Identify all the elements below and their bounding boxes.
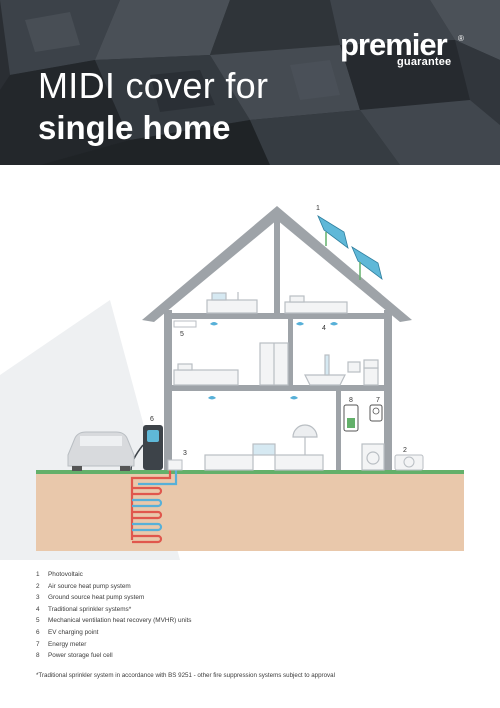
callout-7: 7 bbox=[376, 397, 380, 404]
legend-number: 6 bbox=[36, 628, 40, 636]
legend-item: 2 Air source heat pump system bbox=[36, 583, 476, 595]
house-structure bbox=[142, 206, 412, 470]
legend-number: 4 bbox=[36, 605, 40, 613]
callout-5: 5 bbox=[180, 331, 184, 338]
legend-label: Power storage fuel cell bbox=[48, 652, 113, 660]
legend-item: 5 Mechanical ventilation heat recovery (M… bbox=[36, 617, 476, 629]
car bbox=[67, 431, 135, 471]
fuel-cell-level bbox=[347, 418, 355, 428]
legend: 1 Photovoltaic 2 Air source heat pump syst… bbox=[36, 571, 476, 664]
legend-label: Ground source heat pump system bbox=[48, 594, 145, 602]
legend-label: Photovoltaic bbox=[48, 571, 83, 578]
callout-6: 6 bbox=[150, 416, 154, 423]
logo-wordmark: premier bbox=[340, 27, 448, 62]
logo-subtitle: guarantee bbox=[397, 56, 452, 68]
house-illustration: 1 2 3 4 5 6 7 8 bbox=[0, 205, 464, 560]
legend-item: 3 Ground source heat pump system bbox=[36, 594, 476, 606]
callout-8: 8 bbox=[349, 397, 353, 404]
legend-item: 6 EV charging point bbox=[36, 629, 476, 641]
ground-source-pipes bbox=[130, 470, 178, 544]
concrete-cubes-background bbox=[0, 0, 500, 165]
hero-banner: premier guarantee ® MIDI cover for singl… bbox=[0, 0, 500, 165]
footnote: *Traditional sprinkler system in accorda… bbox=[36, 672, 335, 679]
ground-soil bbox=[36, 473, 464, 551]
living-room bbox=[204, 424, 324, 471]
legend-item: 1 Photovoltaic bbox=[36, 571, 476, 583]
bathroom bbox=[304, 354, 379, 386]
callout-4: 4 bbox=[322, 325, 326, 332]
logo-registered-mark: ® bbox=[458, 34, 464, 43]
legend-label: Energy meter bbox=[48, 640, 87, 648]
page-title-line1: MIDI cover for bbox=[38, 65, 269, 106]
bedroom-first-floor bbox=[173, 342, 289, 386]
attic-room-left bbox=[206, 292, 258, 314]
legend-item: 8 Power storage fuel cell bbox=[36, 652, 476, 664]
legend-number: 3 bbox=[36, 594, 40, 602]
mvhr-unit bbox=[173, 320, 197, 328]
legend-label: Mechanical ventilation heat recovery (MV… bbox=[48, 617, 192, 625]
callout-3: 3 bbox=[183, 450, 187, 457]
callout-1: 1 bbox=[316, 205, 320, 212]
callout-2: 2 bbox=[403, 447, 407, 454]
legend-number: 5 bbox=[36, 617, 40, 625]
sprinkler-heads bbox=[208, 322, 338, 400]
legend-label: EV charging point bbox=[48, 628, 99, 636]
legend-number: 1 bbox=[36, 571, 40, 578]
attic-room-right-bed bbox=[284, 295, 348, 314]
solar-panels bbox=[317, 214, 383, 280]
washing-machine bbox=[361, 443, 385, 471]
energy-meter bbox=[369, 404, 383, 422]
ground-source-unit bbox=[167, 459, 183, 471]
legend-label: Traditional sprinkler systems* bbox=[48, 605, 132, 613]
legend-item: 4 Traditional sprinkler systems* bbox=[36, 606, 476, 618]
air-source-heat-pump bbox=[394, 454, 424, 471]
legend-number: 2 bbox=[36, 582, 40, 590]
page-title-line2: single home bbox=[38, 109, 231, 146]
grass-strip bbox=[36, 470, 464, 474]
legend-item: 7 Energy meter bbox=[36, 641, 476, 653]
legend-number: 7 bbox=[36, 640, 40, 648]
legend-number: 8 bbox=[36, 652, 40, 660]
legend-label: Air source heat pump system bbox=[48, 582, 131, 590]
premier-guarantee-logo: premier guarantee ® bbox=[340, 27, 464, 68]
